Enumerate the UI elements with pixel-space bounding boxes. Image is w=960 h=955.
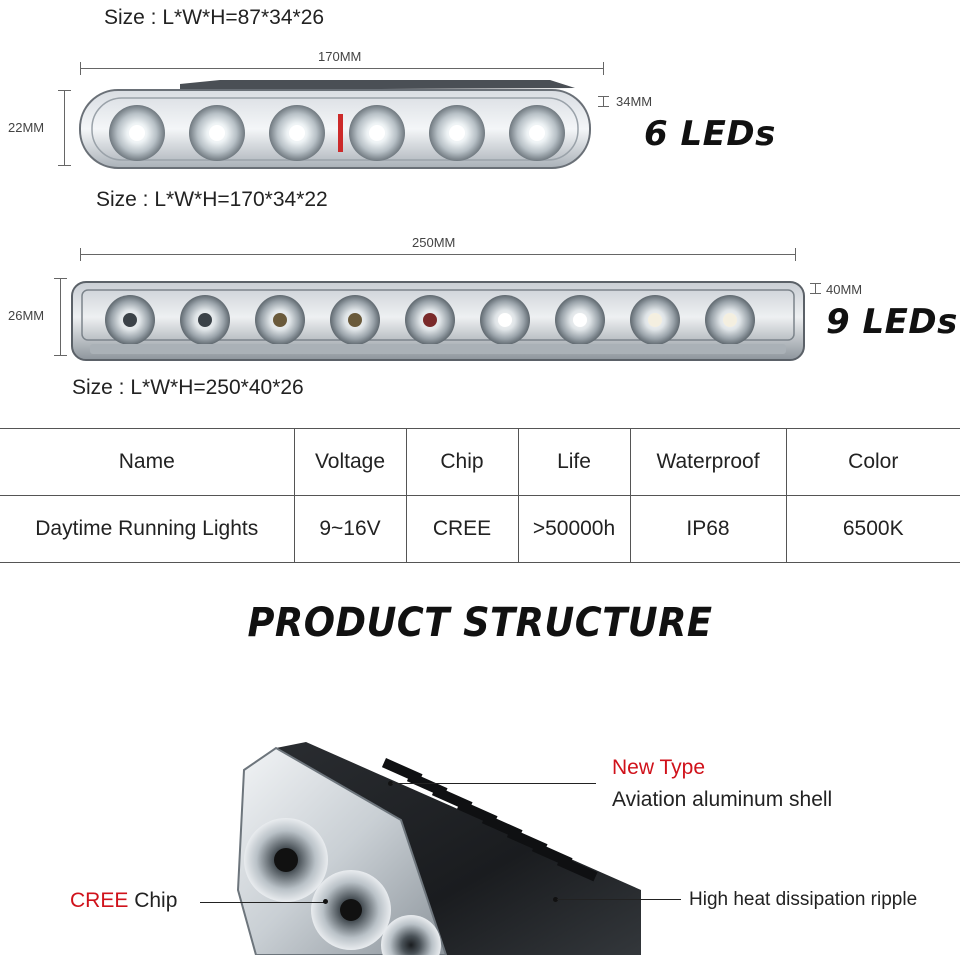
table-row: Daytime Running Lights 9~16V CREE >50000… (0, 495, 960, 563)
six-led-light-bar (79, 80, 591, 169)
dim-nine-width: 40MM (826, 282, 863, 297)
table-cell: 6500K (785, 495, 960, 563)
table-cell: IP68 (629, 495, 787, 563)
dim-six-height: 22MM (8, 120, 45, 135)
size-text-six: Size : L*W*H=170*34*22 (96, 188, 328, 211)
table-cell: >50000h (517, 495, 631, 563)
dim-tick (80, 62, 81, 75)
new-type-label: New Type (612, 756, 705, 779)
size-text-small: Size : L*W*H=87*34*26 (104, 6, 325, 29)
dim-tick (598, 96, 609, 97)
table-header-cell: Voltage (293, 428, 407, 496)
dim-tick (54, 355, 67, 356)
table-header-cell: Color (785, 428, 960, 496)
nine-leds-label: 9 LEDs (826, 302, 958, 342)
heat-ripple-label: High heat dissipation ripple (689, 889, 918, 910)
cree-label: CREE (70, 889, 129, 912)
table-cell: CREE (405, 495, 519, 563)
dim-six-width: 34MM (616, 94, 653, 109)
dim-nine-height: 26MM (8, 308, 45, 323)
dim-line-six-width (603, 96, 604, 107)
dim-line-nine-height (60, 278, 61, 356)
dim-tick (810, 293, 821, 294)
aviation-shell-label: Aviation aluminum shell (612, 788, 833, 811)
cree-chip-label: CREE Chip (70, 889, 177, 913)
size-text-nine: Size : L*W*H=250*40*26 (72, 376, 304, 399)
product-structure-title: PRODUCT STRUCTURE (247, 600, 713, 646)
callout-dot-shell (388, 781, 393, 786)
callout-dot-chip (323, 899, 328, 904)
dim-line-nine-length (80, 254, 796, 255)
table-header-cell: Name (0, 428, 295, 496)
leader-line-chip (200, 902, 324, 903)
table-header-cell: Chip (405, 428, 519, 496)
dim-line-six-length (80, 68, 604, 69)
six-leds-label: 6 LEDs (644, 114, 776, 154)
dim-tick (598, 106, 609, 107)
table-header-row: Name Voltage Chip Life Waterproof Color (0, 428, 960, 496)
spec-table: Name Voltage Chip Life Waterproof Color … (0, 428, 960, 563)
dim-tick (58, 90, 71, 91)
dim-six-length: 170MM (318, 49, 362, 64)
callout-dot-ripple (553, 897, 558, 902)
table-header-cell: Life (517, 428, 631, 496)
dim-tick (58, 165, 71, 166)
product-closeup-image (236, 742, 641, 955)
dim-tick (80, 248, 81, 261)
nine-led-light-bar (71, 281, 805, 361)
dim-tick (54, 278, 67, 279)
table-cell: 9~16V (293, 495, 407, 563)
table-cell: Daytime Running Lights (0, 495, 295, 563)
dim-tick (603, 62, 604, 75)
leader-line-ripple (557, 899, 681, 900)
leader-line-shell (392, 783, 596, 784)
dim-line-nine-width (815, 283, 816, 294)
dim-nine-length: 250MM (412, 235, 456, 250)
chip-label: Chip (128, 889, 178, 912)
dim-line-six-height (64, 90, 65, 166)
dim-tick (795, 248, 796, 261)
table-header-cell: Waterproof (629, 428, 787, 496)
dim-tick (810, 283, 821, 284)
